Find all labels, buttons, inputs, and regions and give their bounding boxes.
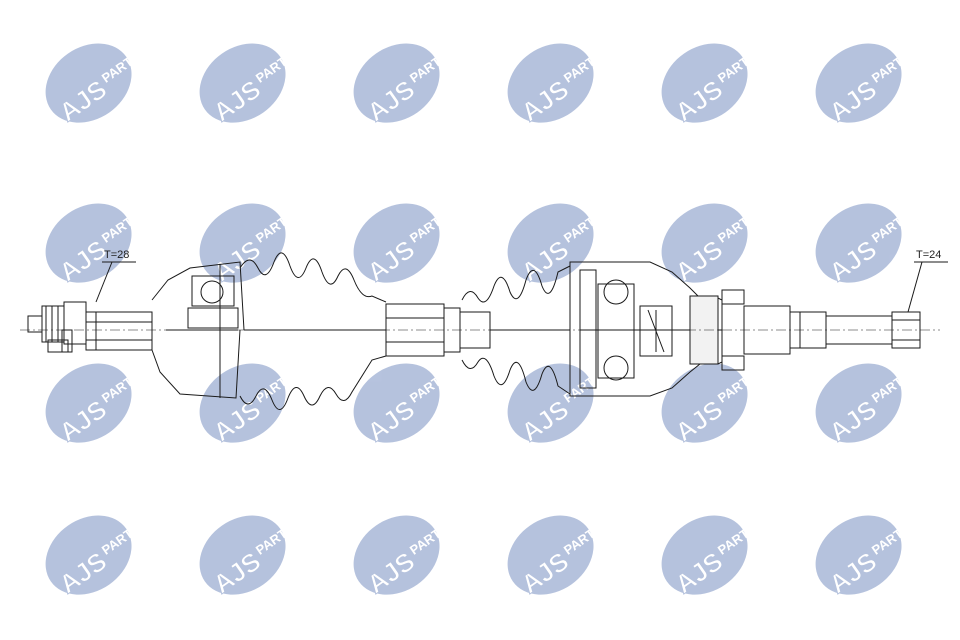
right-spline-label: T=24 xyxy=(916,249,941,261)
watermark-badge-shape xyxy=(507,203,594,283)
watermark-badge-shape xyxy=(45,363,132,443)
watermark-badge-shape xyxy=(45,203,132,283)
watermark-badge-shape xyxy=(661,363,748,443)
watermark-badge-shape xyxy=(45,515,132,595)
watermark-badge-shape xyxy=(353,43,440,123)
watermark-badge-shape xyxy=(815,43,902,123)
watermark-badge-shape xyxy=(815,363,902,443)
watermark-badge-shape xyxy=(199,363,286,443)
watermark-badge-shape xyxy=(199,203,286,283)
watermark-badge-shape xyxy=(353,363,440,443)
watermark-badge-shape xyxy=(815,515,902,595)
right-leader-line xyxy=(907,261,923,313)
left-splined-shaft xyxy=(85,311,153,351)
left-leader-line xyxy=(95,261,113,303)
watermark-badge-shape xyxy=(199,43,286,123)
watermark-badge-shape xyxy=(507,515,594,595)
left-threaded-stub xyxy=(27,301,87,353)
watermark-badge-shape xyxy=(661,43,748,123)
watermark-badge-shape xyxy=(507,363,594,443)
watermark-badge-shape xyxy=(661,515,748,595)
watermark-badge-shape xyxy=(199,515,286,595)
watermark-badge-shape xyxy=(507,43,594,123)
watermark-badge-shape xyxy=(661,203,748,283)
left-spline-label: T=28 xyxy=(104,249,129,261)
watermark-badge-shape xyxy=(353,515,440,595)
drive-shaft xyxy=(20,252,948,410)
watermark-badge-shape xyxy=(45,43,132,123)
watermark-badge-shape xyxy=(815,203,902,283)
watermark-badge-shape xyxy=(353,203,440,283)
